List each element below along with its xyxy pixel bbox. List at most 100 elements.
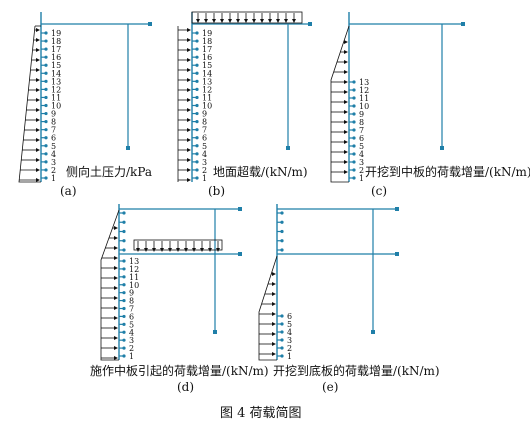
support-node bbox=[286, 146, 290, 150]
load-arrowhead bbox=[187, 68, 191, 72]
load-arrowhead bbox=[168, 248, 172, 252]
support-node bbox=[440, 146, 444, 150]
spring-node bbox=[280, 354, 284, 358]
support-node bbox=[238, 207, 242, 211]
load-arrowhead bbox=[144, 248, 148, 252]
load-arrowhead bbox=[184, 248, 188, 252]
node-number-label: 13 bbox=[51, 77, 61, 86]
load-arrowhead bbox=[272, 292, 276, 296]
load-arrowhead bbox=[136, 248, 140, 252]
spring-node bbox=[44, 39, 48, 43]
load-arrowhead bbox=[272, 282, 276, 286]
pressure-envelope bbox=[100, 209, 120, 361]
spring-node bbox=[44, 63, 48, 67]
node-number-label: 11 bbox=[51, 93, 61, 102]
load-arrowhead bbox=[114, 266, 118, 270]
spring-node bbox=[195, 111, 199, 116]
node-number-label: 13 bbox=[202, 77, 212, 86]
node-number-label: 6 bbox=[202, 134, 207, 143]
spring-node bbox=[280, 211, 284, 215]
spring-node bbox=[44, 144, 48, 148]
node-number-label: 19 bbox=[202, 29, 212, 38]
load-arrowhead bbox=[176, 248, 180, 252]
node-number-label: 2 bbox=[202, 166, 207, 175]
load-arrowhead bbox=[187, 148, 191, 152]
node-number-label: 5 bbox=[359, 142, 364, 151]
node-number-label: 1 bbox=[359, 174, 364, 183]
load-arrowhead bbox=[36, 88, 40, 92]
spring-node bbox=[44, 136, 48, 140]
panel-e-sub-label: (e) bbox=[322, 380, 339, 394]
load-arrowhead bbox=[260, 19, 264, 23]
support-node bbox=[238, 252, 242, 256]
node-number-label: 18 bbox=[202, 37, 212, 46]
panel-c-sub-label: (c) bbox=[371, 184, 388, 198]
node-number-label: 1 bbox=[287, 352, 292, 361]
node-number-label: 9 bbox=[129, 289, 134, 298]
load-arrowhead bbox=[36, 148, 40, 152]
spring-node bbox=[122, 267, 126, 271]
spring-node bbox=[352, 96, 356, 100]
spring-node bbox=[44, 128, 48, 132]
load-arrowhead bbox=[344, 40, 348, 44]
node-number-label: 8 bbox=[202, 118, 207, 127]
node-number-label: 17 bbox=[51, 45, 61, 54]
node-number-label: 10 bbox=[129, 281, 139, 290]
support-node bbox=[148, 22, 152, 26]
load-arrowhead bbox=[36, 108, 40, 112]
figure-caption: 图 4 荷载简图 bbox=[220, 406, 302, 421]
node-number-label: 4 bbox=[287, 328, 292, 337]
spring-node bbox=[195, 120, 199, 124]
spring-node bbox=[122, 330, 126, 334]
node-number-label: 7 bbox=[51, 126, 56, 135]
node-number-label: 4 bbox=[202, 150, 207, 159]
spring-node bbox=[195, 79, 199, 83]
spring-node bbox=[195, 55, 199, 59]
load-arrowhead bbox=[187, 168, 191, 172]
spring-node bbox=[122, 283, 126, 287]
load-arrowhead bbox=[187, 78, 191, 82]
load-arrowhead bbox=[36, 78, 40, 82]
spring-node bbox=[280, 346, 284, 350]
spring-node bbox=[352, 120, 356, 124]
node-number-label: 2 bbox=[129, 344, 134, 353]
load-arrowhead bbox=[187, 98, 191, 102]
load-arrowhead bbox=[36, 158, 40, 162]
node-number-label: 3 bbox=[287, 336, 292, 345]
support-node bbox=[395, 252, 399, 256]
node-number-label: 6 bbox=[129, 312, 134, 321]
load-arrowhead bbox=[344, 130, 348, 134]
spring-node bbox=[122, 354, 126, 358]
load-arrowhead bbox=[216, 248, 220, 252]
node-number-label: 7 bbox=[359, 126, 364, 135]
spring-node bbox=[122, 306, 126, 311]
load-arrowhead bbox=[36, 128, 40, 132]
spring-node bbox=[280, 220, 284, 224]
load-arrowhead bbox=[344, 80, 348, 84]
node-number-label: 15 bbox=[202, 61, 212, 70]
panel-d-sub-label: (d) bbox=[177, 380, 195, 394]
load-arrowhead bbox=[114, 326, 118, 330]
node-number-label: 15 bbox=[51, 61, 61, 70]
load-arrowhead bbox=[272, 322, 276, 326]
node-number-label: 5 bbox=[287, 320, 292, 329]
node-number-label: 3 bbox=[51, 158, 56, 167]
support-node bbox=[213, 330, 217, 334]
load-arrowhead bbox=[187, 38, 191, 42]
spring-node bbox=[195, 39, 199, 43]
node-number-label: 9 bbox=[359, 110, 364, 119]
load-arrowhead bbox=[344, 60, 348, 64]
node-number-label: 6 bbox=[287, 312, 292, 321]
node-number-label: 8 bbox=[129, 297, 134, 306]
panel-e-unit-label: 开挖到底板的荷载增量/(kN/m) bbox=[273, 364, 440, 378]
spring-node bbox=[352, 152, 356, 156]
node-number-label: 11 bbox=[359, 94, 369, 103]
node-number-label: 12 bbox=[129, 265, 139, 274]
load-arrowhead bbox=[344, 140, 348, 144]
node-number-label: 4 bbox=[129, 328, 134, 337]
load-arrowhead bbox=[114, 246, 118, 250]
